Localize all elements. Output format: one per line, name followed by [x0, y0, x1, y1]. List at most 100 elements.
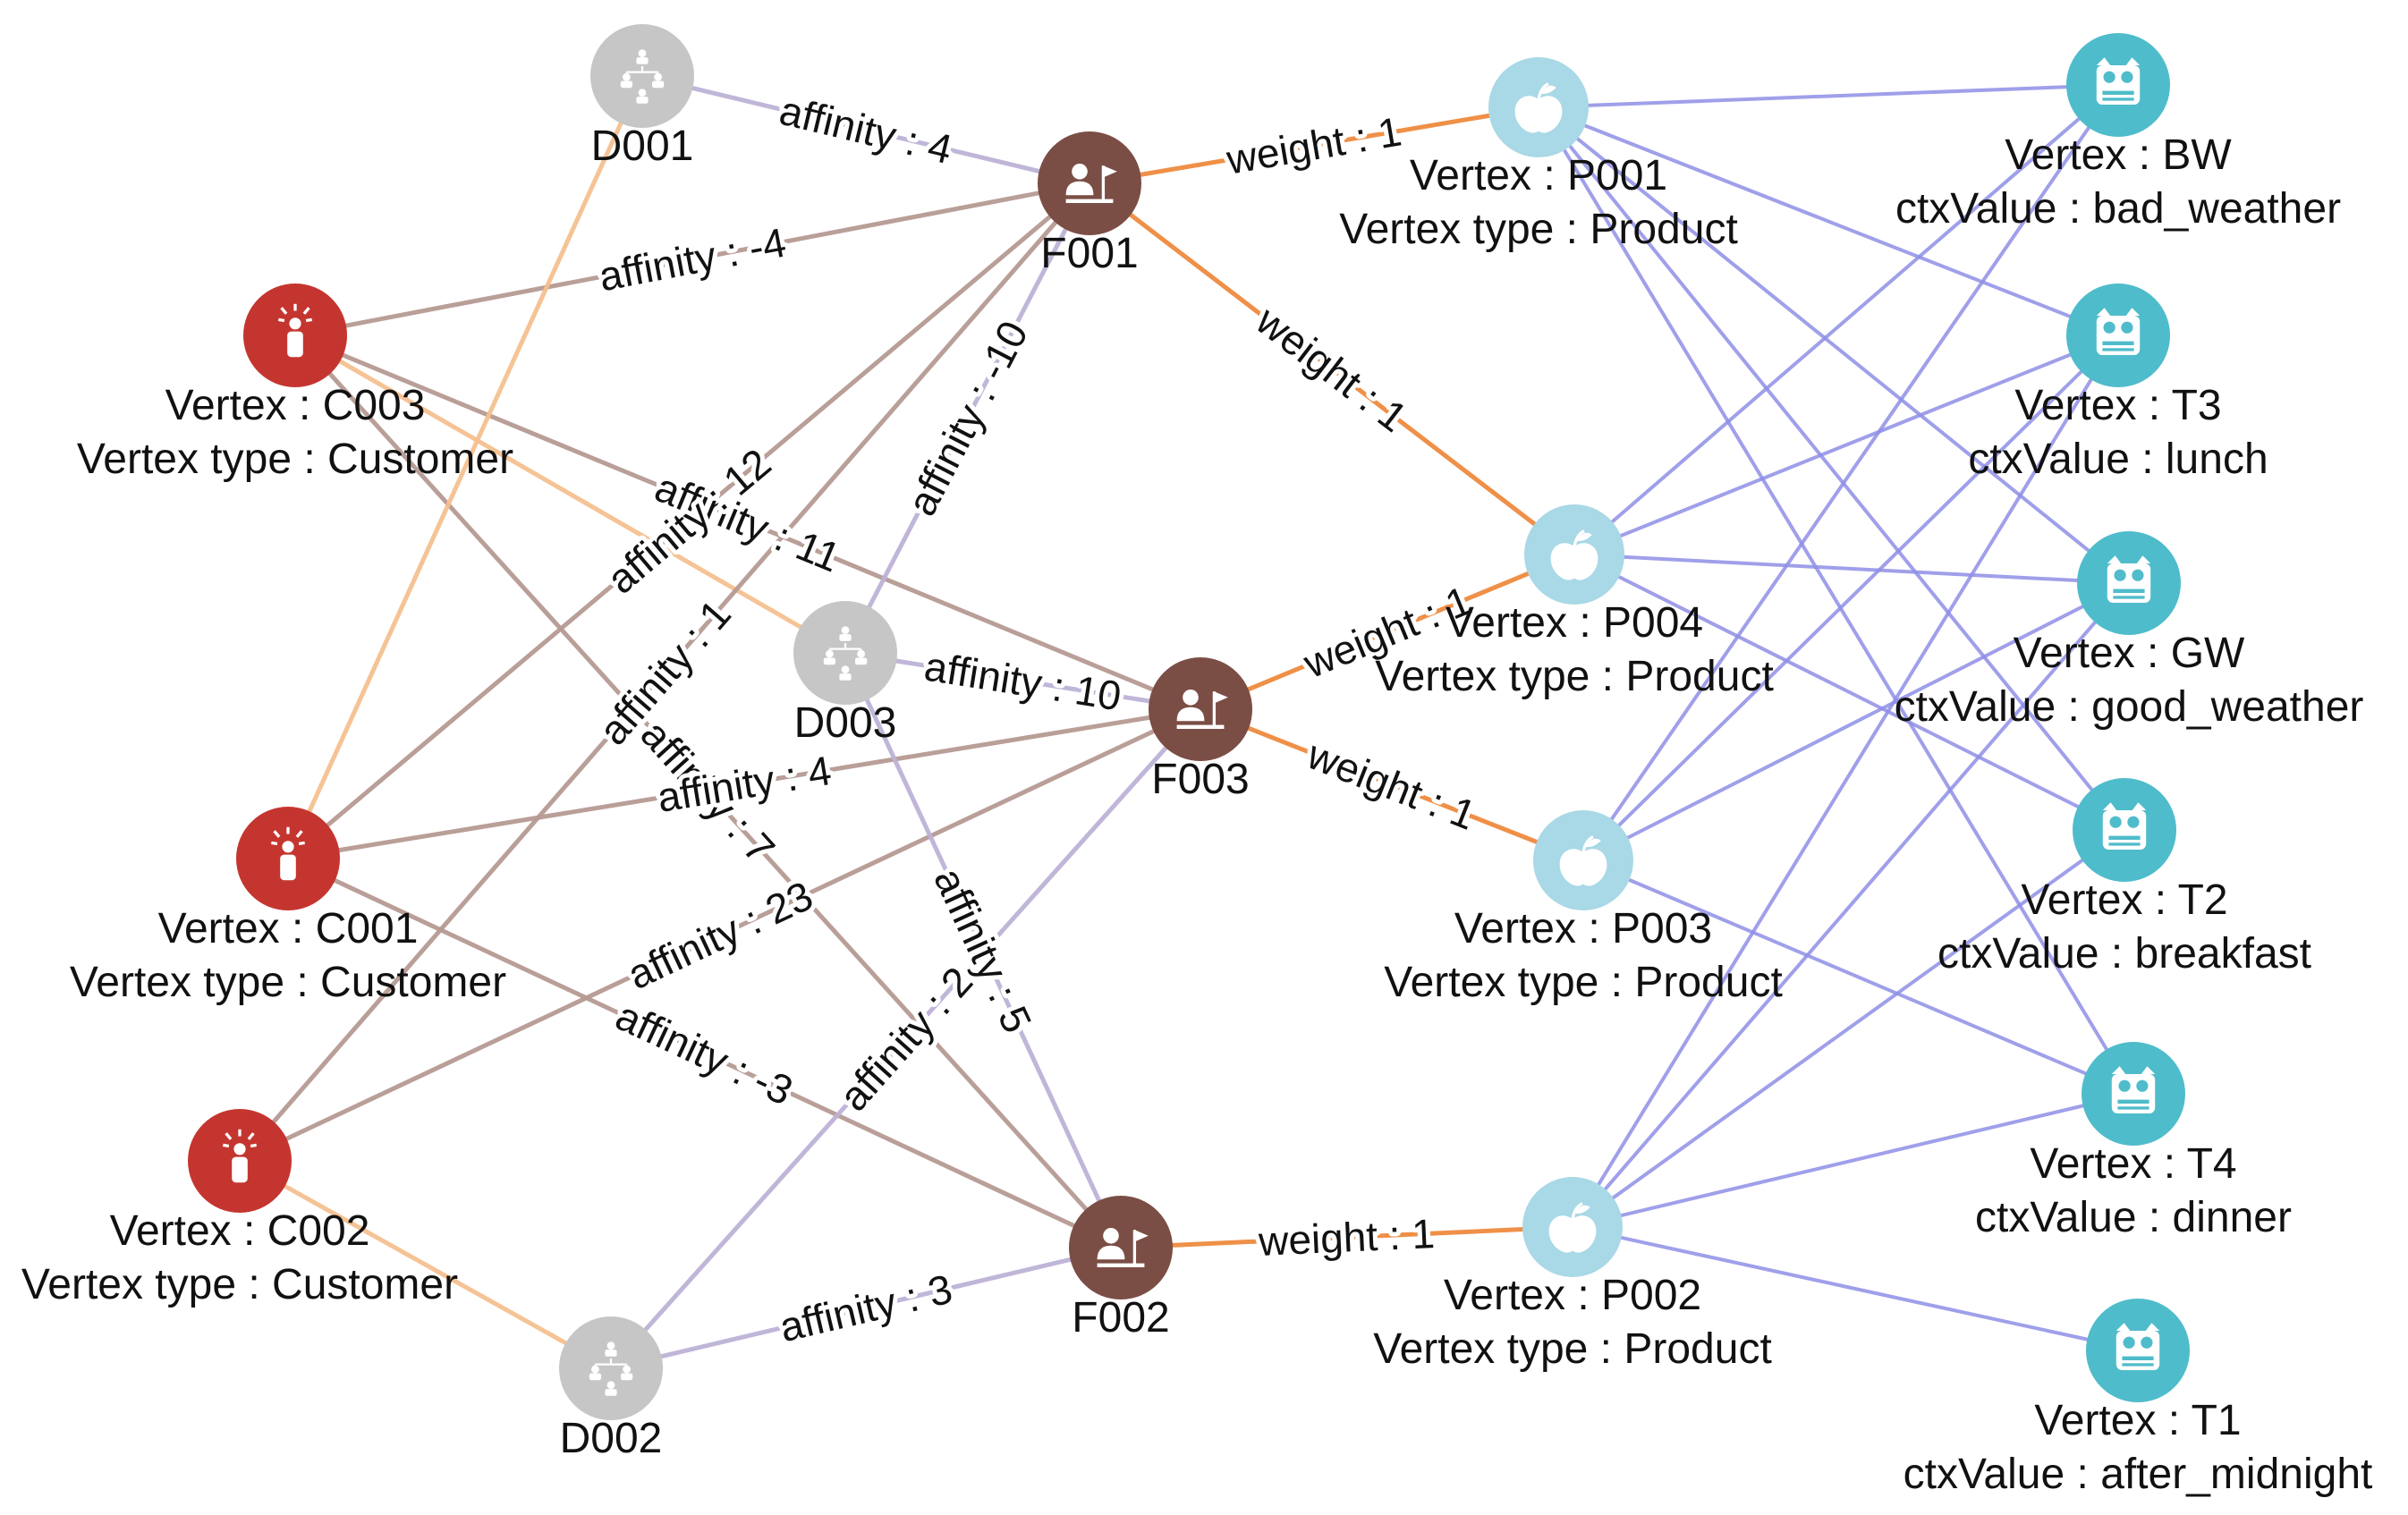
vertex-f001-circle[interactable]: [1038, 131, 1141, 235]
vertex-d002-circle[interactable]: [559, 1316, 663, 1420]
vertex-label: ctxValue : after_midnight: [1904, 1451, 2373, 1498]
edge-f001-p004: [1088, 182, 1576, 556]
edge-c001-d001: [285, 74, 645, 860]
vertex-label: Vertex type : Product: [1384, 959, 1783, 1006]
edge-p003-bw: [1581, 83, 2120, 862]
edge-c003-d003: [293, 333, 847, 656]
edge-d002-f002: [610, 1245, 1122, 1371]
edge-label: weight : 1: [1257, 1210, 1436, 1265]
edge-d001-f001: [641, 73, 1090, 186]
edge-p002-t3: [1571, 334, 2120, 1229]
org-chart-icon: [823, 626, 868, 681]
vertex-label: Vertex type : Product: [1373, 1325, 1772, 1373]
customer-icon: [271, 826, 305, 881]
vertex-label: Vertex : C002: [110, 1207, 370, 1255]
apple-icon: [1559, 835, 1607, 886]
vertex-d003-circle[interactable]: [793, 601, 897, 705]
vertex-d003[interactable]: D003: [793, 601, 897, 747]
owl-context-icon: [2102, 802, 2147, 850]
vertex-label: ctxValue : bad_weather: [1895, 185, 2341, 233]
edge-label: affinity : 2: [830, 958, 981, 1120]
owl-context-icon: [2115, 1323, 2160, 1370]
vertex-label: Vertex : GW: [2014, 630, 2245, 677]
vertex-label: Vertex type : Customer: [70, 959, 506, 1006]
edge-p004-bw: [1573, 83, 2120, 556]
vertex-f002[interactable]: F002: [1069, 1196, 1173, 1341]
owl-context-icon: [2111, 1066, 2156, 1113]
vertex-t2[interactable]: Vertex : T2 ctxValue : breakfast: [1937, 778, 2311, 978]
vertex-label: Vertex : P004: [1446, 599, 1703, 647]
vertex-label: Vertex : T2: [2021, 876, 2227, 924]
apple-icon: [1550, 529, 1598, 580]
edge-f002-p002: [1120, 1224, 1573, 1250]
edge-p001-gw: [1537, 106, 2131, 585]
vertex-label: F002: [1072, 1294, 1169, 1341]
edge-c002-d002: [238, 1158, 613, 1371]
apple-icon: [1548, 1202, 1597, 1253]
edge-label: affinity : -3: [609, 992, 801, 1114]
vertex-label: Vertex : P003: [1454, 905, 1712, 952]
edge-label: weight : 1: [1223, 107, 1405, 182]
edge-label: affinity : -10: [898, 313, 1037, 522]
vertex-f002-circle[interactable]: [1069, 1196, 1173, 1299]
edge-label: affinity : 23: [621, 872, 820, 998]
edge-p002-gw: [1571, 581, 2131, 1229]
vertex-label: F001: [1040, 230, 1138, 277]
edge-p004-gw: [1573, 553, 2130, 585]
vertex-d001[interactable]: D001: [590, 24, 694, 170]
vertex-d002[interactable]: D002: [559, 1316, 663, 1462]
owl-context-icon: [2096, 57, 2141, 105]
vertex-label: D003: [794, 699, 897, 747]
org-chart-icon: [589, 1341, 633, 1396]
edge-p002-t1: [1572, 1225, 2139, 1352]
edge-f003-p003: [1200, 707, 1584, 863]
edge-p002-t4: [1572, 1092, 2134, 1229]
edge-d003-f003: [844, 650, 1201, 712]
edge-c002-f001: [238, 182, 1091, 1163]
edge-c003-f003: [294, 333, 1201, 712]
edge-p001-t3: [1538, 106, 2119, 337]
edge-p004-t2: [1573, 553, 2125, 832]
edge-p002-t2: [1571, 828, 2126, 1229]
edge-p003-gw: [1582, 581, 2130, 862]
presenter-flag-icon: [1097, 1228, 1149, 1268]
edge-f003-p004: [1200, 552, 1575, 712]
vertex-f003-circle[interactable]: [1149, 657, 1252, 761]
edge-c001-f003: [287, 707, 1201, 861]
edge-label: affinity : -4: [595, 219, 789, 300]
vertex-label: ctxValue : breakfast: [1937, 930, 2311, 978]
vertex-d001-circle[interactable]: [590, 24, 694, 128]
vertex-f003[interactable]: F003: [1149, 657, 1252, 803]
edge-c002-f003: [238, 707, 1202, 1164]
edge-p003-t3: [1581, 334, 2120, 862]
edge-p003-t4: [1582, 859, 2134, 1096]
edge-label: weight : 1: [1301, 731, 1482, 839]
vertex-label: Vertex type : Customer: [77, 436, 513, 483]
edge-label: affinity : 4: [776, 87, 957, 173]
vertex-f001[interactable]: F001: [1038, 131, 1141, 277]
presenter-flag-icon: [1176, 690, 1228, 730]
edge-p001-t2: [1537, 106, 2126, 832]
edge-label: affinity : 10: [921, 642, 1124, 719]
owl-context-icon: [2096, 308, 2141, 355]
org-chart-icon: [620, 49, 665, 104]
vertex-label: Vertex type : Product: [1339, 206, 1738, 253]
vertex-label: ctxValue : dinner: [1975, 1194, 2292, 1241]
presenter-flag-icon: [1065, 164, 1117, 204]
edges-layer: [238, 73, 2139, 1371]
edge-f001-p001: [1089, 105, 1539, 186]
